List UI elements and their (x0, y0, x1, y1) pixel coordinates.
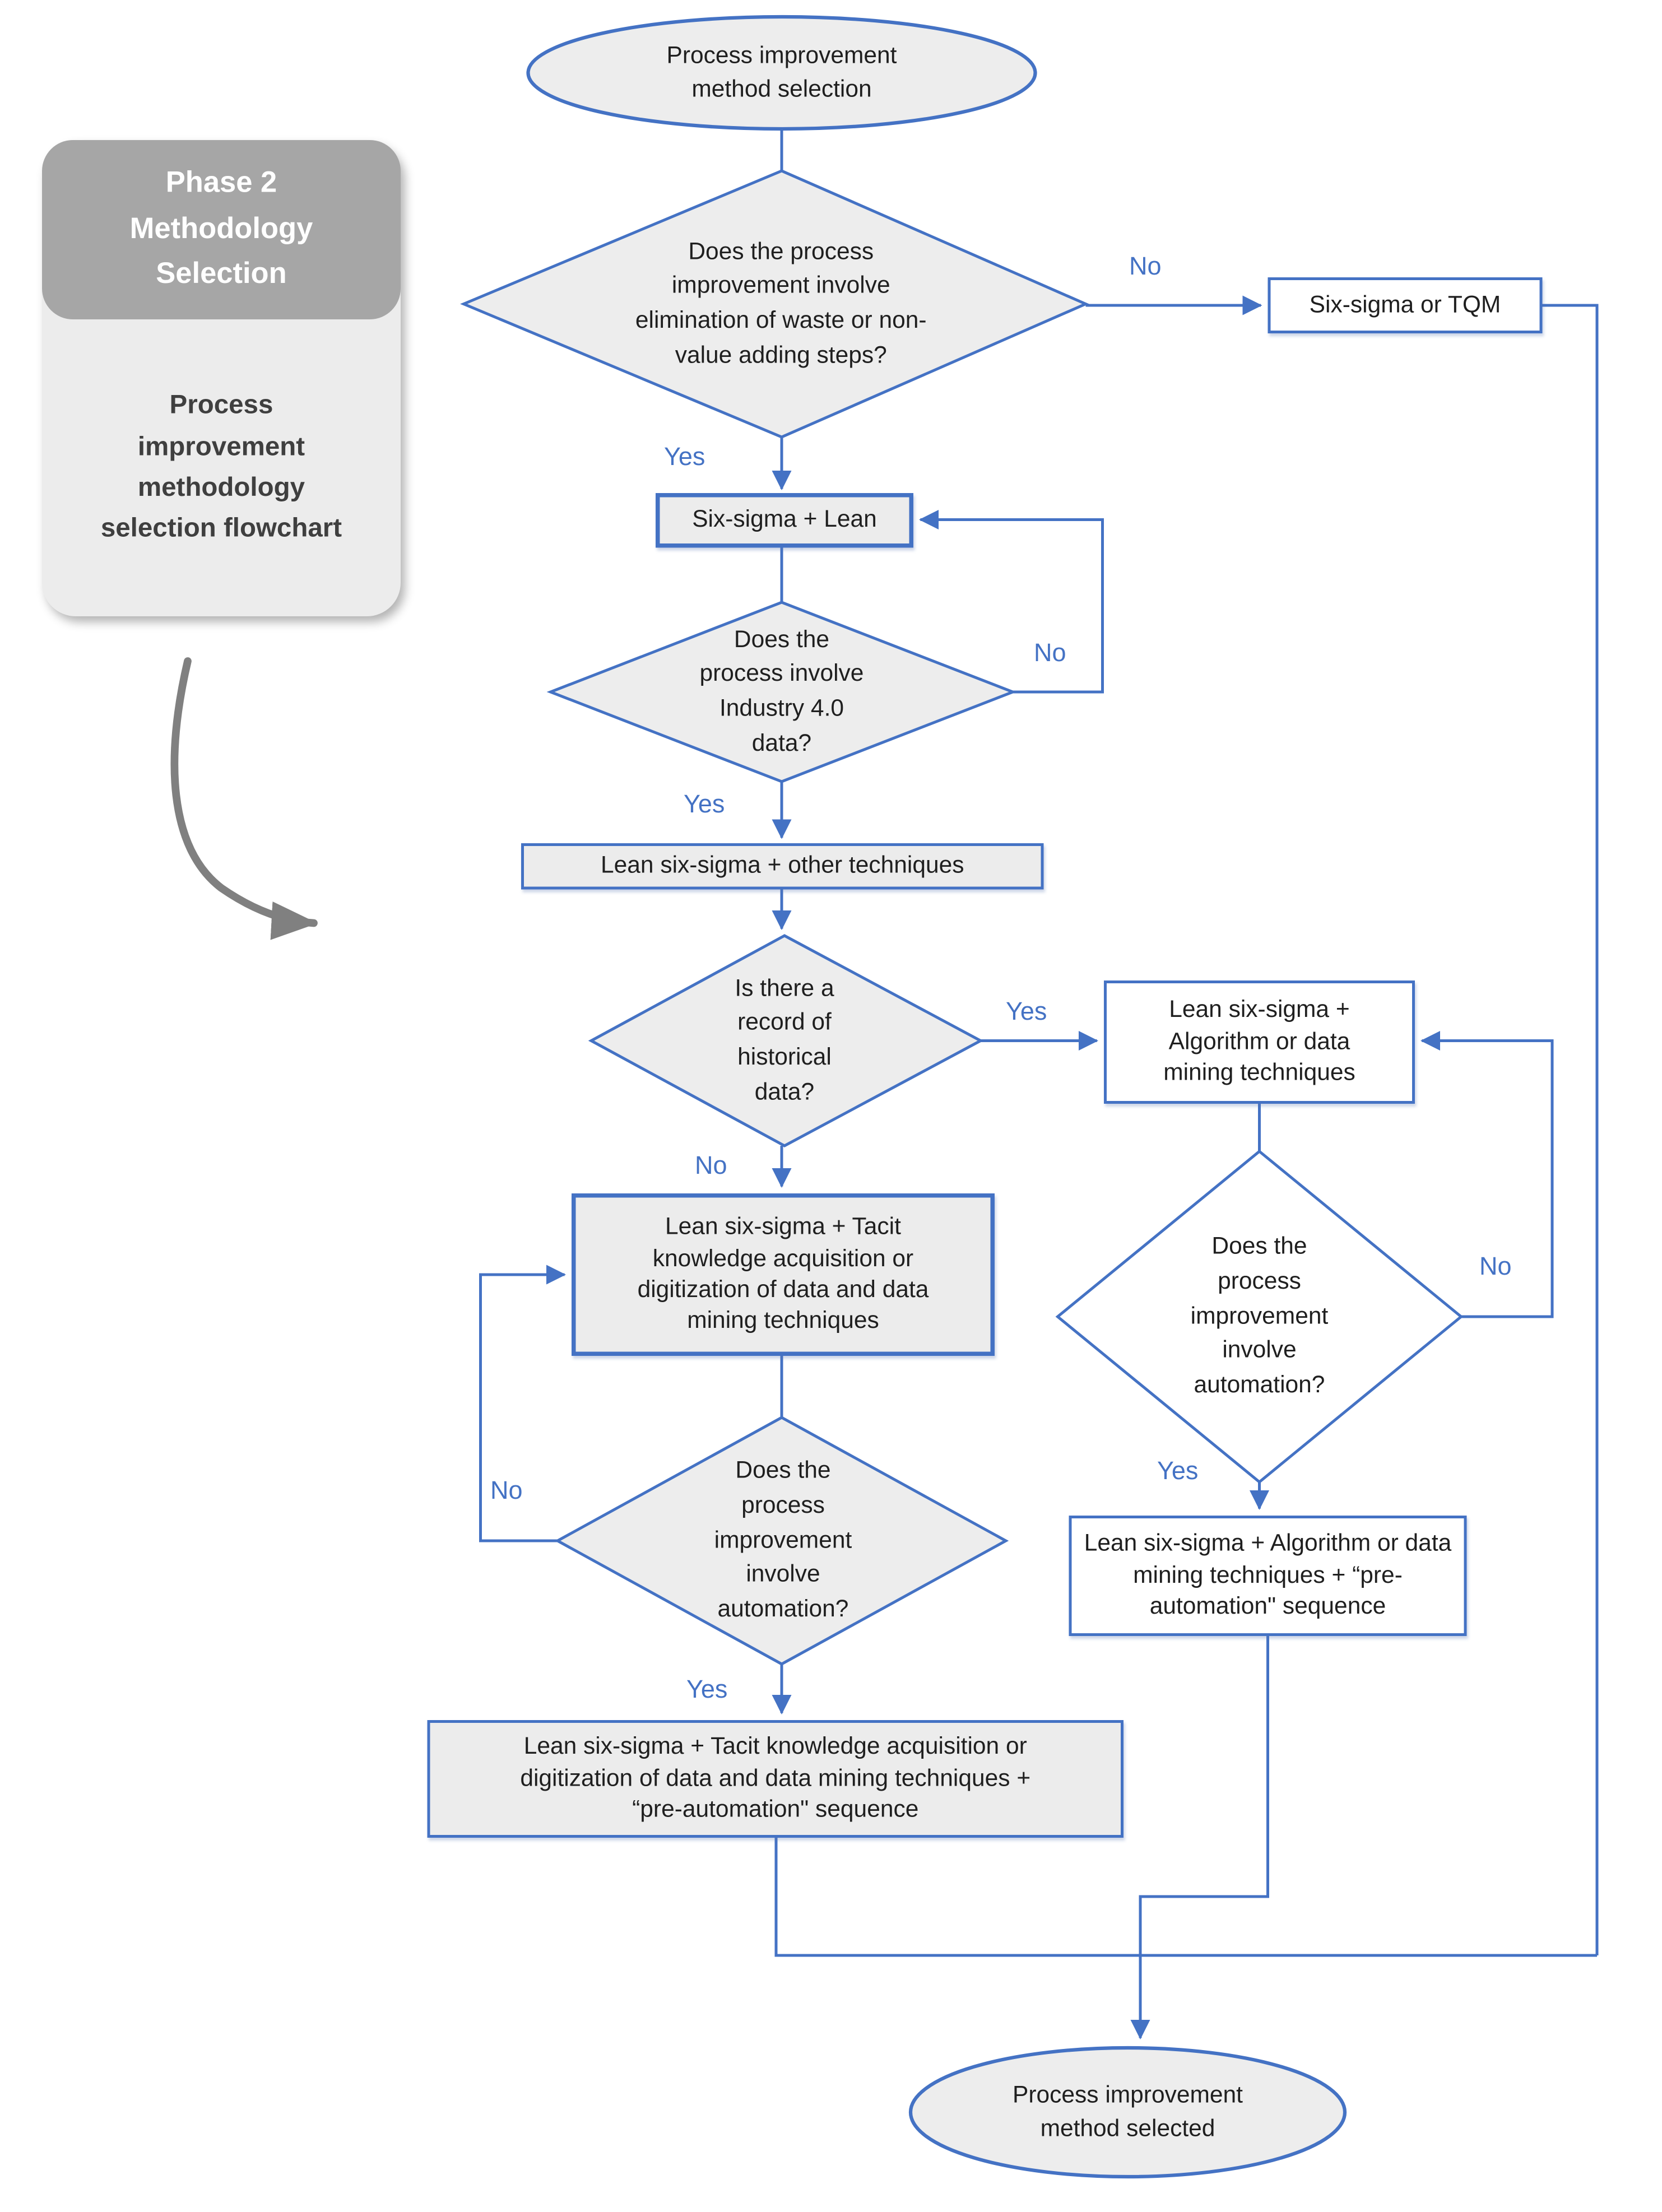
edge-label-historical-yes: Yes (1006, 997, 1047, 1025)
automation-decision-left-label: Does the process improvement involve aut… (714, 1457, 852, 1622)
edge-preauto-left-merge (774, 1838, 1597, 1957)
start-terminator-shape (526, 15, 1037, 131)
edge-label-automation-left-yes: Yes (686, 1675, 728, 1703)
historical-decision-shape (588, 934, 984, 1147)
lss-algorithm-preauto-box: Lean six-sigma + Algorithm or data minin… (1069, 1516, 1467, 1636)
edge-label-automation-left-no: No (490, 1476, 523, 1504)
phase-panel-body: Process improvement methodology selectio… (42, 319, 401, 616)
edge-automation-right-no-loop (1420, 1031, 1554, 1318)
historical-decision-label: Is there a record of historical data? (735, 974, 834, 1105)
lss-algorithm-box: Lean six-sigma + Algorithm or data minin… (1104, 980, 1415, 1104)
automation-decision-right-label: Does the process improvement involve aut… (1190, 1233, 1329, 1398)
lss-other-techniques-box: Lean six-sigma + other techniques (521, 843, 1044, 890)
lss-tacit-box: Lean six-sigma + Tacit knowledge acquisi… (572, 1193, 995, 1356)
industry40-decision-label: Does the process involve Industry 4.0 da… (699, 625, 864, 756)
six-sigma-tqm-box: Six-sigma or TQM (1268, 277, 1543, 333)
phase-panel-header: Phase 2 Methodology Selection (42, 140, 401, 319)
end-terminator-shape (908, 2046, 1347, 2179)
edge-industry-no-loop (919, 510, 1104, 694)
end-terminator-label: Process improvement method selected (1012, 2081, 1243, 2142)
automation-decision-right-shape (1055, 1149, 1464, 1484)
edge-label-waste-yes: Yes (664, 443, 705, 471)
edge-label-automation-right-yes: Yes (1157, 1457, 1199, 1485)
edge-preauto-right-to-end (1130, 1636, 1269, 2039)
edge-tqm-to-merge (1542, 304, 1599, 1955)
automation-decision-left-shape (554, 1416, 1009, 1666)
edge-label-industry-no: No (1034, 639, 1066, 667)
phase-panel-title: Phase 2 Methodology Selection (129, 166, 313, 291)
edge-label-industry-yes: Yes (684, 790, 725, 818)
start-terminator-label: Process improvement method selection (666, 42, 897, 103)
waste-decision-label: Does the process improvement involve eli… (635, 238, 927, 368)
phase-panel-caption: Process improvement methodology selectio… (100, 391, 342, 545)
edge-automation-left-no-loop (479, 1265, 566, 1542)
six-sigma-lean-box: Six-sigma + Lean (656, 493, 913, 548)
lss-tacit-preauto-box: Lean six-sigma + Tacit knowledge acquisi… (427, 1720, 1124, 1838)
edge-label-waste-no: No (1129, 252, 1162, 280)
waste-decision-shape (460, 169, 1089, 439)
industry40-decision-shape (546, 601, 1017, 783)
phase-panel: Phase 2 Methodology Selection Process im… (42, 140, 401, 616)
edge-label-historical-no: No (695, 1151, 727, 1179)
panel-pointer-arrow (170, 657, 318, 940)
edge-label-automation-right-no: No (1479, 1252, 1512, 1280)
